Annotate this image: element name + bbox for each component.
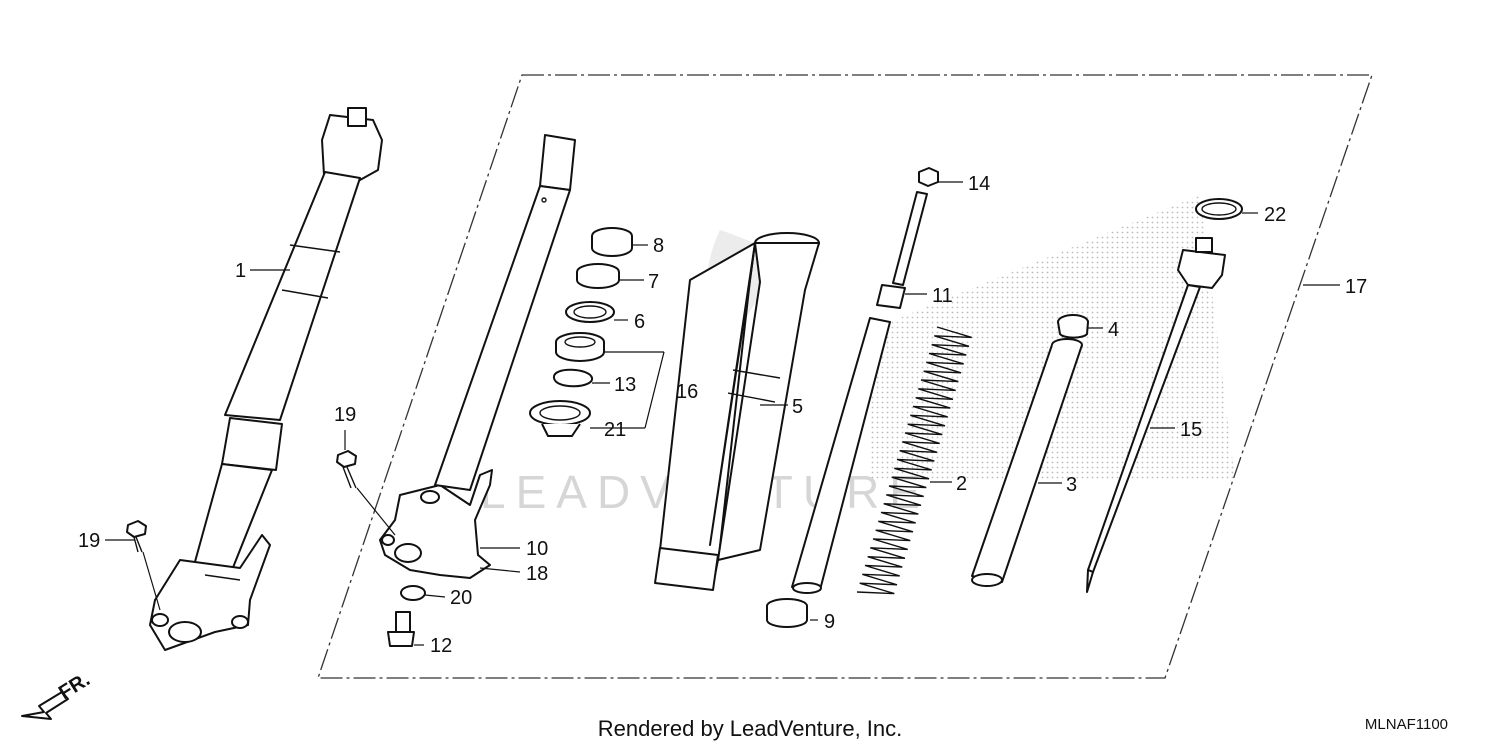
- diagram-code: MLNAF1100: [1364, 716, 1448, 733]
- part-5-outer-tube[interactable]: [654, 232, 820, 591]
- callout-3: 3: [1066, 474, 1077, 496]
- callout-10: 10: [526, 538, 548, 560]
- part-8-bushing[interactable]: [591, 227, 633, 257]
- callout-17: 17: [1345, 276, 1367, 298]
- callout-2: 2: [956, 473, 967, 495]
- inner-tube[interactable]: [434, 134, 576, 491]
- part-12-bolt[interactable]: [387, 611, 415, 647]
- part-1-fork-assembly[interactable]: [149, 107, 383, 651]
- callout-6: 6: [634, 311, 645, 333]
- front-direction-indicator: FR.: [21, 669, 94, 720]
- part-22-o-ring[interactable]: [1195, 198, 1243, 220]
- callout-19-left: 19: [78, 530, 100, 552]
- footer-credit: Rendered by LeadVenture, Inc.: [597, 716, 903, 741]
- callout-22: 22: [1264, 204, 1286, 226]
- part-3-spacer-tube[interactable]: [971, 338, 1083, 587]
- callout-4: 4: [1108, 319, 1119, 341]
- part-14-nut[interactable]: [918, 167, 939, 187]
- callout-14: 14: [968, 173, 990, 195]
- assembly-boundary: [317, 74, 1373, 679]
- callout-5: 5: [792, 396, 803, 418]
- callout-20: 20: [450, 587, 472, 609]
- part-15-adjuster-rod[interactable]: [1086, 237, 1226, 593]
- leader-lines: [105, 181, 1340, 646]
- part-13-snap-ring[interactable]: [553, 368, 593, 388]
- callout-19-center: 19: [334, 404, 356, 426]
- callouts: 1 19 19 10 18 20 12 8 7 6 16 13 21 5 9 1…: [78, 173, 1367, 657]
- part-21-dust-seal[interactable]: [529, 400, 591, 437]
- part-7-bushing[interactable]: [576, 263, 620, 289]
- part-6-washer[interactable]: [565, 301, 615, 323]
- callout-16: 16: [676, 381, 698, 403]
- part-16-oil-seal[interactable]: [555, 332, 605, 362]
- callout-7: 7: [648, 271, 659, 293]
- part-19-bolt-center[interactable]: [336, 450, 357, 489]
- callout-21: 21: [604, 419, 626, 441]
- part-20-washer[interactable]: [400, 585, 426, 601]
- callout-12: 12: [430, 635, 452, 657]
- part-11-damper-rod[interactable]: [791, 191, 928, 594]
- part-2-fork-spring[interactable]: [856, 326, 972, 595]
- callout-11: 11: [932, 285, 953, 307]
- callout-1: 1: [235, 260, 246, 282]
- callout-15: 15: [1180, 419, 1202, 441]
- part-10-axle-holder[interactable]: [379, 469, 493, 579]
- part-9-collar[interactable]: [766, 598, 808, 628]
- part-4-spring-seat[interactable]: [1057, 314, 1089, 339]
- callout-9: 9: [824, 611, 835, 633]
- part-19-bolt-left[interactable]: [126, 520, 147, 553]
- callout-18: 18: [526, 563, 548, 585]
- callout-8: 8: [653, 235, 664, 257]
- arrow-down-left-icon: [21, 691, 69, 720]
- callout-13: 13: [614, 374, 636, 396]
